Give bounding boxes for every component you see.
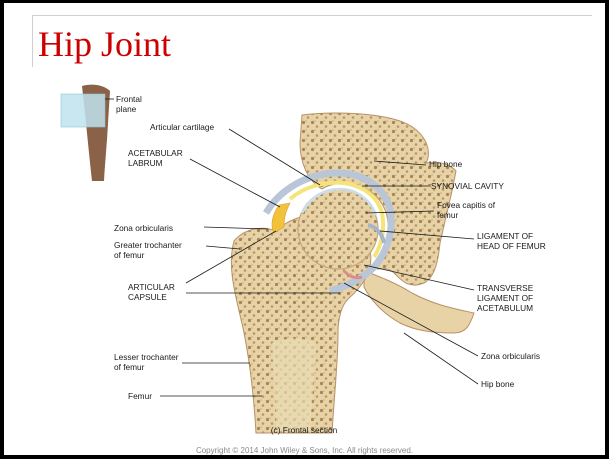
label-line: Femur [128, 391, 152, 401]
label-synovial-cavity: SYNOVIAL CAVITY [431, 181, 504, 191]
label-zona-orbicularis-right: Zona orbicularis [481, 351, 540, 361]
frontal-plane-box [61, 94, 105, 127]
frontal-plane-label-line: plane [116, 104, 137, 114]
label-line: Zona orbicularis [481, 351, 540, 361]
label-line: HEAD OF FEMUR [477, 241, 546, 251]
label-line: Fovea capitis of [437, 200, 496, 210]
label-line: LIGAMENT OF [477, 231, 533, 241]
label-hip-bone-top: Hip bone [429, 159, 463, 169]
label-fovea-capitis: Fovea capitis of femur [437, 200, 497, 220]
label-line: LIGAMENT OF [477, 293, 533, 303]
label-line: of femur [114, 250, 145, 260]
label-line: Articular cartilage [150, 122, 214, 132]
label-zona-orbicularis-left: Zona orbicularis [114, 223, 173, 233]
label-articular-cartilage: Articular cartilage [150, 122, 214, 132]
label-transverse-ligament: TRANSVERSE LIGAMENT OF ACETABULUM [477, 283, 536, 313]
label-line: Lesser trochanter [114, 352, 179, 362]
leader-acetabular-labrum [190, 159, 280, 207]
label-line: ACETABULUM [477, 303, 533, 313]
leader-hip-bone-bottom [404, 333, 478, 384]
medullary-cavity [272, 339, 316, 432]
label-greater-trochanter: Greater trochanter of femur [114, 240, 184, 260]
label-hip-bone-bottom: Hip bone [481, 379, 515, 389]
label-line: LABRUM [128, 158, 163, 168]
label-line: Hip bone [429, 159, 463, 169]
label-femur: Femur [128, 391, 152, 401]
label-ligament-head-femur: LIGAMENT OF HEAD OF FEMUR [477, 231, 546, 251]
frontal-plane-label-line: Frontal [116, 94, 142, 104]
label-line: Greater trochanter [114, 240, 182, 250]
label-line: femur [437, 210, 458, 220]
label-line: SYNOVIAL CAVITY [431, 181, 504, 191]
copyright-notice: Copyright © 2014 John Wiley & Sons, Inc.… [4, 446, 605, 455]
label-line: ACETABULAR [128, 148, 183, 158]
frontal-plane-label: Frontal plane [116, 94, 144, 114]
label-acetabular-labrum: ACETABULAR LABRUM [128, 148, 185, 168]
label-line: of femur [114, 362, 145, 372]
label-lesser-trochanter: Lesser trochanter of femur [114, 352, 181, 372]
label-line: Zona orbicularis [114, 223, 173, 233]
label-line: CAPSULE [128, 292, 167, 302]
slide: Hip Joint Frontal plane [4, 3, 605, 455]
label-line: ARTICULAR [128, 282, 175, 292]
label-articular-capsule: ARTICULAR CAPSULE [128, 282, 177, 302]
label-line: TRANSVERSE [477, 283, 534, 293]
hip-joint-diagram: Frontal plane [4, 3, 605, 455]
figure-caption: (c) Frontal section [271, 425, 338, 435]
label-line: Hip bone [481, 379, 515, 389]
